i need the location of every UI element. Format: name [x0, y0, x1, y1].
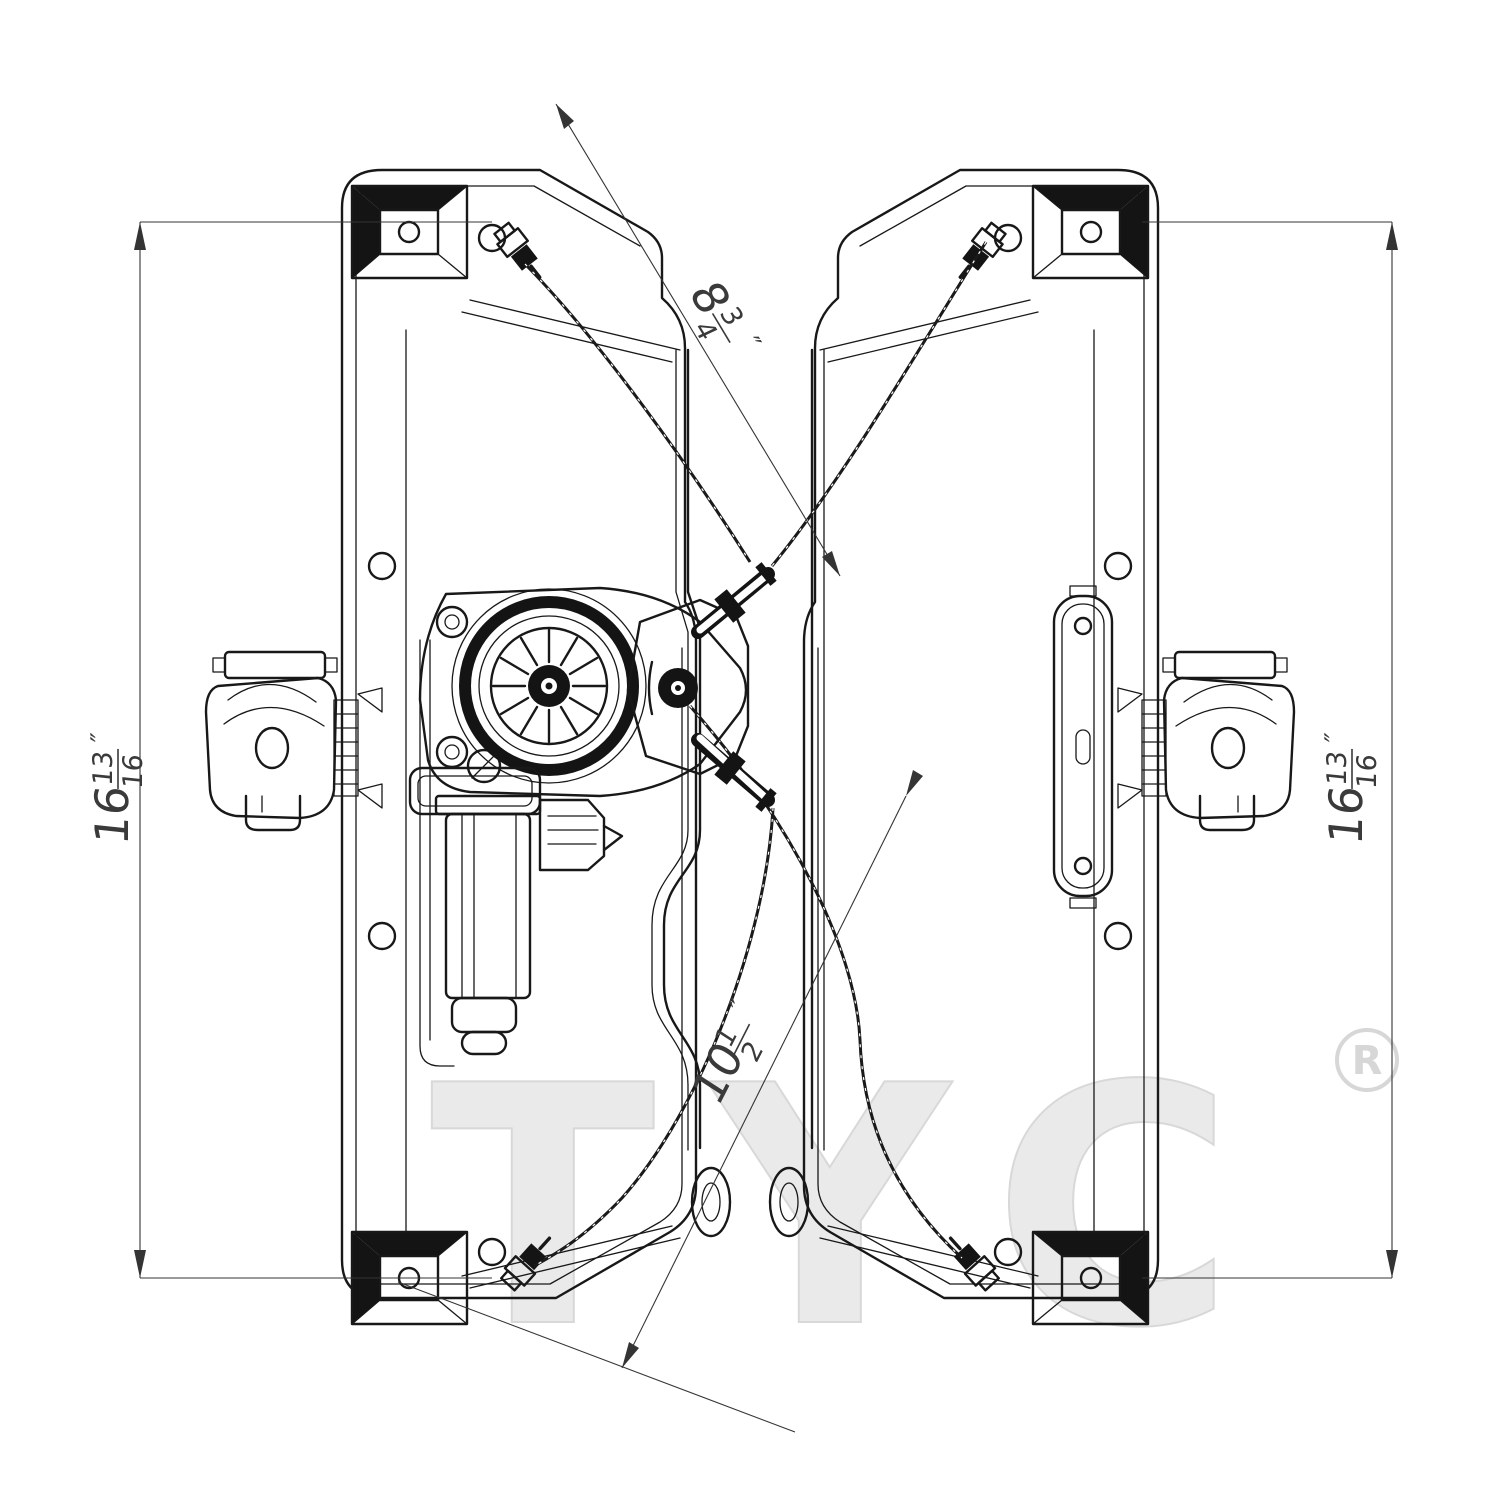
- dim-unit: ″: [86, 732, 117, 745]
- motor-body: [444, 812, 532, 1000]
- brand-watermark: TYC R: [429, 1015, 1399, 1401]
- dim-lines: [139, 221, 492, 1279]
- adjuster-screw: [466, 748, 502, 784]
- slider-pad-hole-bottom: [1073, 856, 1093, 876]
- arrow-lower: [822, 551, 840, 576]
- pulley-bracket: [647, 660, 654, 716]
- tensioner-clamp-upper: [714, 589, 746, 623]
- motor-cap-tip: [460, 1030, 508, 1056]
- arrow-upper: [906, 770, 923, 796]
- dim-whole: 16: [1319, 783, 1373, 847]
- left-channel: [651, 348, 702, 1151]
- cable-bottom-left-braid: [533, 807, 774, 1267]
- bracket-bolt-upper-inner: [444, 614, 460, 630]
- motor-drum-assembly: [408, 562, 777, 1067]
- dimension-cable-upper: 8 3 4 ″: [555, 103, 841, 577]
- watermark-text: TYC: [430, 1016, 1289, 1400]
- extension-line: [397, 1281, 796, 1433]
- right-rail: [768, 168, 1296, 1326]
- bracket-bolt-lower: [435, 735, 469, 769]
- dim-label: 16 13 16 ″: [85, 732, 149, 848]
- slider-pad-inner: [1061, 603, 1105, 889]
- slider-pad-hole-top: [1073, 616, 1093, 636]
- bracket-bolt-upper: [435, 605, 469, 639]
- connector-pins: [547, 815, 599, 845]
- fraction-bar: [711, 313, 731, 343]
- dim-denominator: 16: [118, 753, 149, 791]
- dim-lines: [1142, 221, 1393, 1279]
- drum-hub-pin: [545, 682, 553, 690]
- dim-label: 8 3 4 ″: [678, 274, 766, 354]
- slider-pad-outer: [1052, 594, 1114, 898]
- slider-pad-tab-top: [1069, 585, 1097, 597]
- arrow-up: [134, 222, 146, 250]
- bracket-bolt-lower-inner: [444, 744, 460, 760]
- drum-rim: [478, 615, 620, 757]
- drum-spokes: [491, 628, 607, 744]
- motor-mount-plate-edge: [419, 639, 455, 1067]
- fraction-bar: [733, 1023, 751, 1055]
- dim-label: 16 13 16 ″: [1319, 732, 1383, 848]
- left-channel-inner: [651, 349, 689, 1151]
- cable-top-right-braid: [771, 241, 987, 567]
- registered-mark-letter: R: [1352, 1038, 1383, 1084]
- arrow-upper: [556, 104, 574, 129]
- drum-wheel: [489, 626, 609, 746]
- drum-bracket-plate: [418, 586, 748, 798]
- motor-flange: [434, 794, 542, 816]
- adjuster-screw-slot: [471, 753, 497, 779]
- dim-line: [621, 795, 907, 1369]
- dim-numerator: 13: [88, 749, 119, 787]
- dim-whole: 16: [85, 783, 139, 847]
- drum-housing: [451, 588, 647, 784]
- dim-denominator: 4: [686, 317, 723, 345]
- idler-pulley-pin: [675, 685, 681, 691]
- slider-pad-tab-bottom: [1069, 897, 1097, 909]
- cable-top-left-braid: [524, 263, 751, 563]
- connector-wedge: [602, 824, 624, 852]
- glass-slider-pad: [1052, 585, 1114, 909]
- arrow-up: [1386, 222, 1398, 250]
- dim-unit: ″: [733, 332, 766, 354]
- dimension-height-left: 16 13 16 ″: [85, 221, 492, 1279]
- motor-connector: [538, 798, 606, 872]
- registered-mark-circle: [1335, 1028, 1399, 1092]
- gear-housing-inner: [417, 775, 533, 807]
- left-channel-outer: [662, 348, 702, 1150]
- arrow-down: [1386, 1250, 1398, 1278]
- cable-drum-ring: [459, 596, 639, 776]
- tensioner-tip-upper: [755, 562, 777, 586]
- tensioner-tip-lower: [755, 788, 777, 812]
- dim-numerator: 13: [1322, 749, 1353, 787]
- arrow-lower: [622, 1342, 639, 1368]
- dim-line: [555, 103, 841, 577]
- motor-body-lines: [461, 813, 517, 999]
- dim-denominator: 16: [1352, 753, 1383, 791]
- tensioner-clamp-lower: [714, 751, 746, 785]
- dimension-height-right: 16 13 16 ″: [1142, 221, 1398, 1279]
- dim-unit: ″: [1320, 732, 1351, 745]
- slider-pad-slot: [1075, 729, 1091, 765]
- arrow-down: [134, 1250, 146, 1278]
